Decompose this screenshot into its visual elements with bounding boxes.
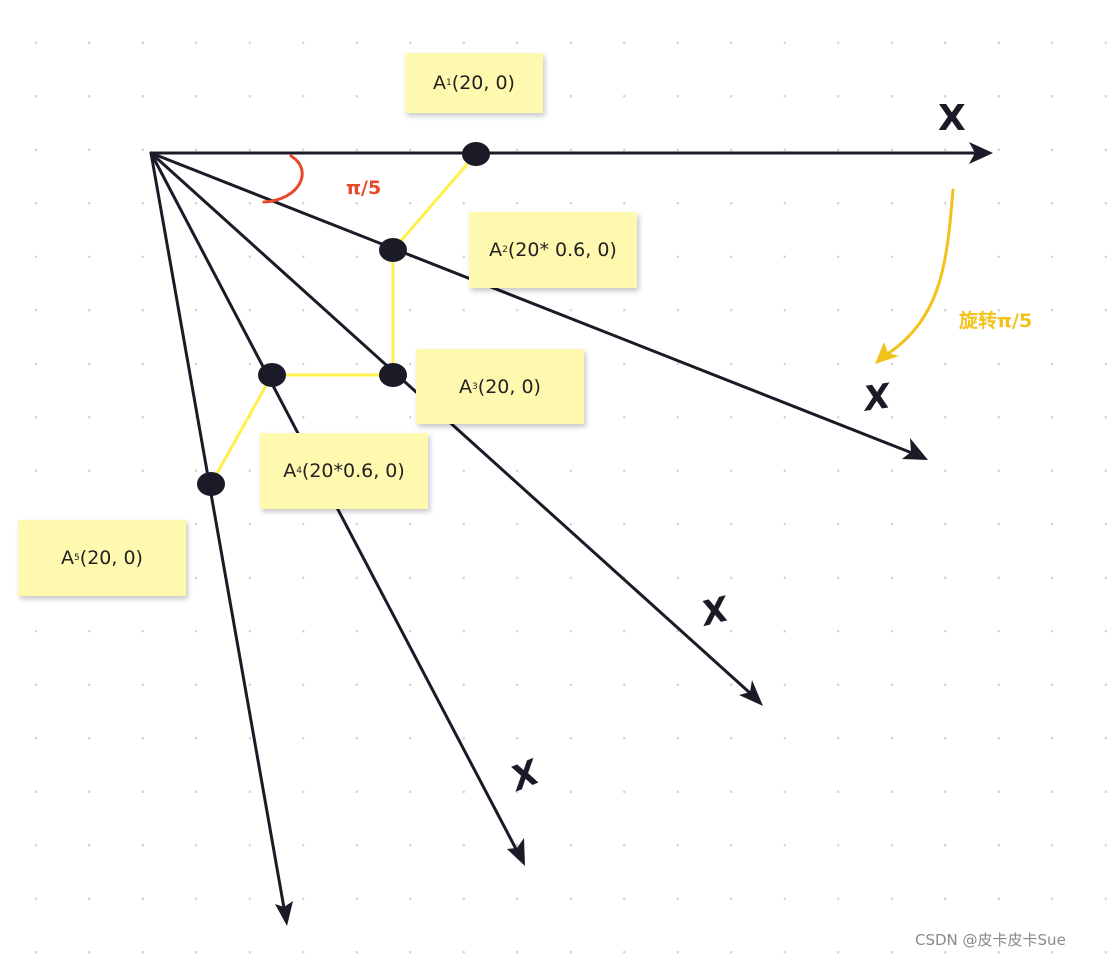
x-axis-rot1-label: X (861, 376, 893, 420)
x-axis-rotated-1 (149, 151, 914, 455)
arrowhead-rot-1 (902, 438, 928, 460)
note-a3-letter: A (459, 375, 473, 398)
note-a2-text: (20* 0.6, 0) (507, 239, 617, 261)
note-a3-text: (20, 0) (477, 375, 541, 398)
note-a5-letter: A (61, 547, 75, 569)
points (197, 142, 490, 496)
angle-label: π/5 (346, 177, 382, 199)
arrowhead-rot-3 (507, 838, 525, 866)
note-a2-sub: 2 (502, 245, 508, 255)
angle-arc (262, 154, 304, 204)
note-a3-sub: 3 (472, 381, 478, 392)
note-a5-sub: 5 (74, 553, 80, 563)
note-a1-letter: A (433, 72, 447, 94)
x-axis-rotated-4 (149, 151, 286, 910)
point-a1 (462, 142, 490, 166)
point-a3 (379, 363, 407, 387)
note-a4-text: (20*0.6, 0) (301, 460, 405, 482)
arrowhead-rot-2 (739, 680, 763, 706)
point-a5 (197, 472, 225, 496)
note-a4-letter: A (283, 460, 297, 482)
rotate-arrow-curve (884, 188, 955, 357)
note-a1-text: (20, 0) (451, 72, 515, 94)
point-a2 (379, 238, 407, 262)
rotate-arrowhead (875, 342, 899, 364)
watermark: CSDN @皮卡皮卡Sue (915, 931, 1066, 949)
arrowheads (275, 142, 993, 926)
note-a5-text: (20, 0) (79, 547, 143, 569)
x-axis-main-label: X (938, 98, 966, 139)
arrowhead-rot-4 (275, 901, 293, 926)
point-a4 (258, 363, 286, 387)
arrowhead-main (969, 142, 993, 164)
rotate-label: 旋转π/5 (959, 310, 1033, 332)
note-a4-sub: 4 (296, 466, 302, 476)
note-a2-letter: A (489, 239, 503, 261)
note-a1-sub: 1 (446, 78, 452, 88)
